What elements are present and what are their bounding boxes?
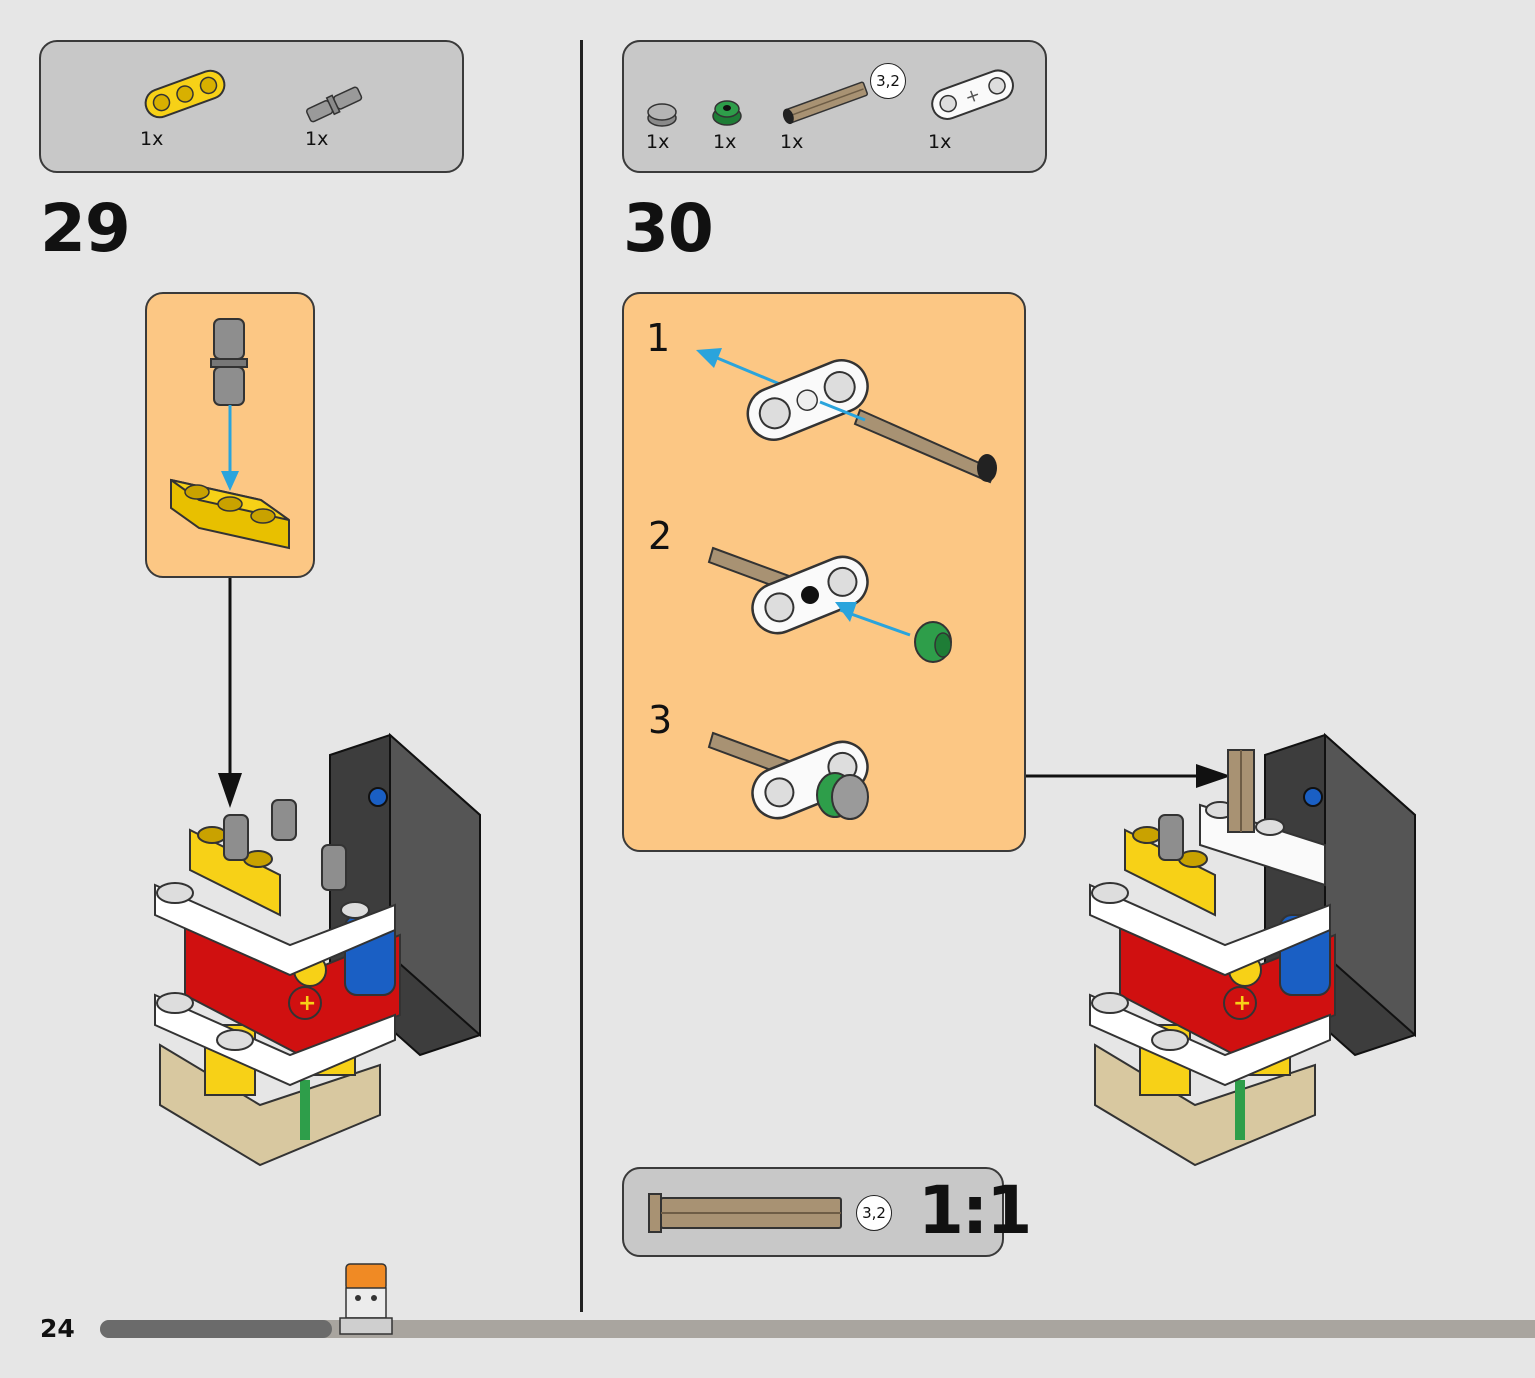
grey-round-tile-icon [647, 103, 677, 127]
tan-axle-icon [648, 1193, 842, 1233]
grey-pin-icon [210, 318, 248, 406]
column-divider [580, 40, 583, 1312]
yellow-beam-icon [144, 69, 226, 119]
step29-parts-box [39, 40, 464, 173]
step30-part2-qty: 1x [713, 131, 737, 153]
insert-arrow-icon [221, 405, 239, 491]
svg-text:+: + [962, 84, 983, 109]
progress-fill [100, 1320, 332, 1338]
yellow-beam-icon [170, 478, 290, 550]
callout-connector-arrow [1026, 764, 1231, 788]
svg-text:+: + [298, 991, 316, 1016]
droid-mascot-icon [339, 1263, 393, 1335]
step30-number: 30 [623, 190, 714, 267]
callout-connector-arrow [218, 578, 242, 808]
svg-text:+: + [1233, 991, 1251, 1016]
page-number: 24 [40, 1314, 75, 1343]
scale-ratio-label: 1:1 [918, 1172, 1032, 1249]
substep-2-number: 2 [648, 514, 673, 558]
step29-part2-qty: 1x [305, 128, 329, 150]
white-beam-icon: + [931, 69, 1014, 120]
step29-part1-qty: 1x [140, 128, 164, 150]
step30-axle-length-badge: 3,2 [870, 63, 906, 99]
tan-axle-icon [782, 81, 868, 125]
ratio-axle-length-badge: 3,2 [856, 1195, 892, 1231]
substep1-illustration [696, 348, 997, 484]
green-bush-icon [712, 100, 742, 126]
step29-number: 29 [40, 190, 131, 267]
substep3-illustration [707, 731, 869, 820]
step30-model-illustration: + [1089, 732, 1416, 1167]
step30-part4-qty: 1x [928, 131, 952, 153]
substep-3-number: 3 [648, 698, 673, 742]
step30-part3-qty: 1x [780, 131, 804, 153]
substep-1-number: 1 [646, 316, 671, 360]
step30-part1-qty: 1x [646, 131, 670, 153]
substep2-illustration [707, 546, 952, 663]
step29-model-illustration: + [154, 732, 481, 1167]
progress-track [100, 1320, 1535, 1338]
grey-pin-icon [305, 86, 363, 123]
